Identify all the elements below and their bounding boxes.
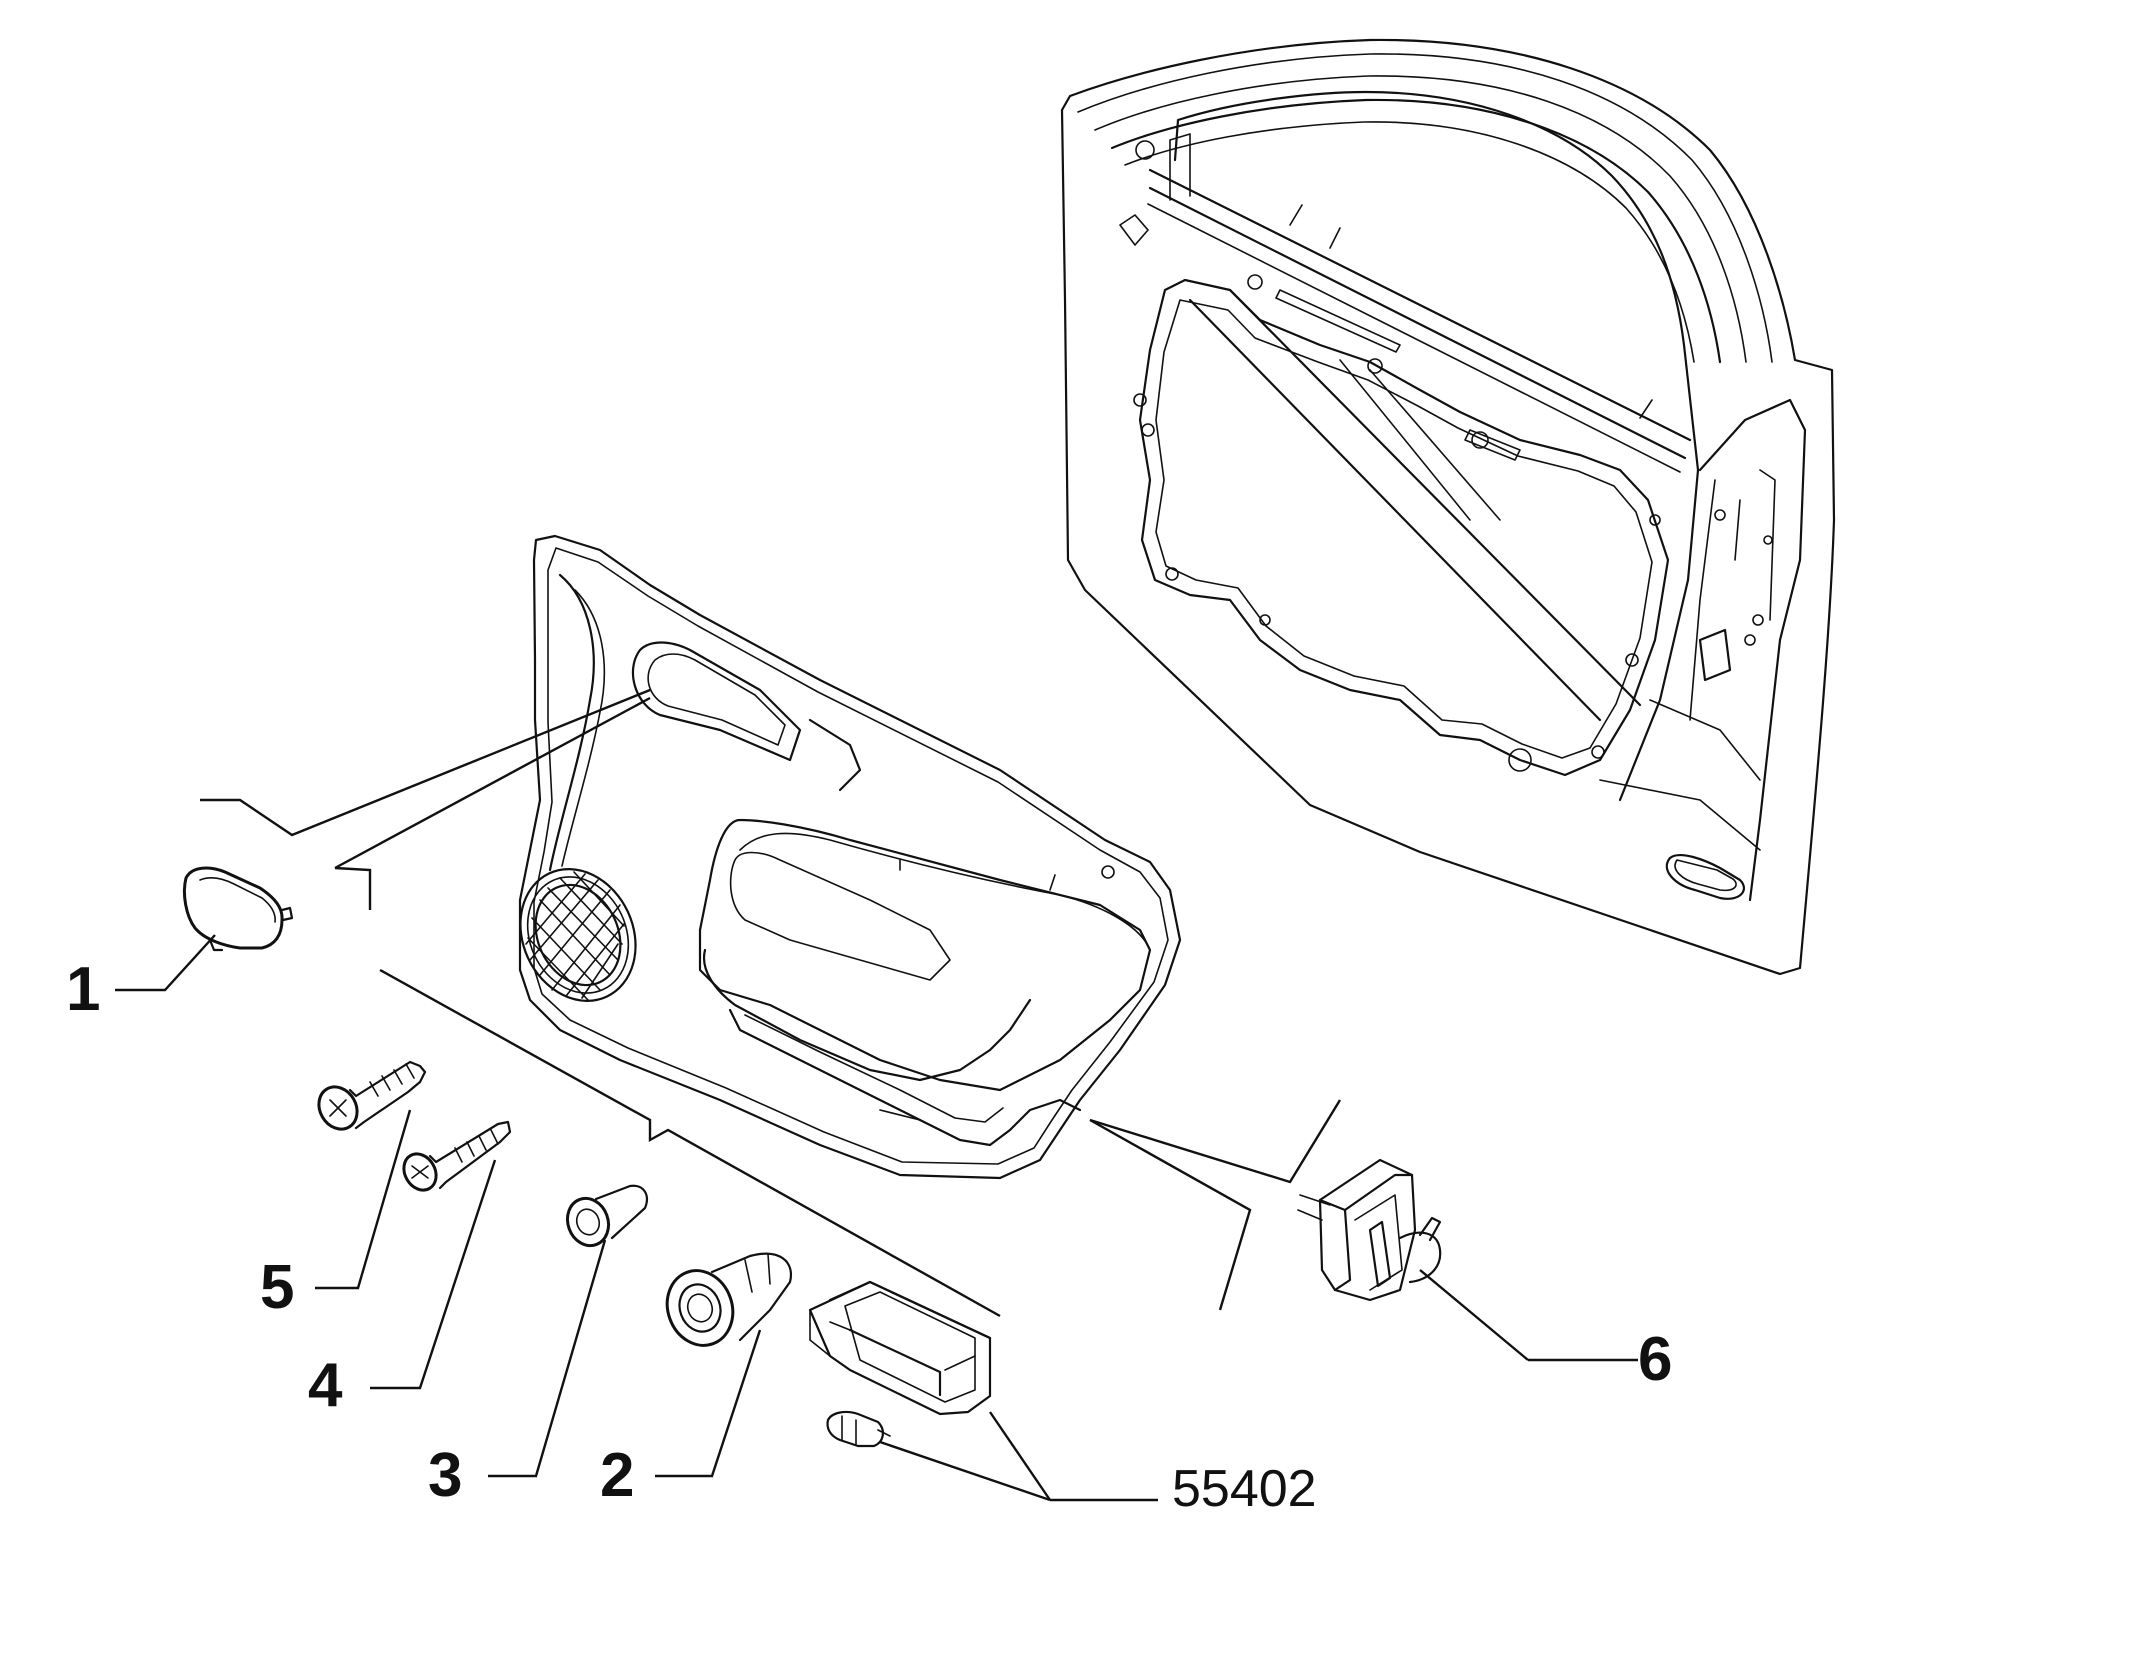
door-frame [1060, 38, 1836, 976]
door-trim-panel [518, 534, 1182, 1180]
callout-labels: 1 2 3 4 5 6 55402 [66, 955, 1672, 1518]
callout-1: 1 [66, 955, 100, 1024]
speaker-grille-mesh [525, 871, 625, 1001]
part-55402-lamp [808, 1280, 992, 1448]
part-4-screw [402, 1120, 512, 1192]
part-1-cap [182, 866, 294, 952]
part-6-clip [1297, 1158, 1442, 1302]
callout-5: 5 [260, 1253, 294, 1322]
callout-4: 4 [308, 1351, 343, 1420]
part-3-clip [565, 1184, 648, 1248]
callout-3: 3 [428, 1441, 462, 1510]
leader-lines [115, 688, 1638, 1502]
callout-55402: 55402 [1172, 1460, 1317, 1518]
callout-2: 2 [600, 1441, 634, 1510]
part-5-screw [317, 1060, 427, 1131]
callout-6: 6 [1638, 1325, 1672, 1394]
part-2-bushing [665, 1252, 793, 1347]
